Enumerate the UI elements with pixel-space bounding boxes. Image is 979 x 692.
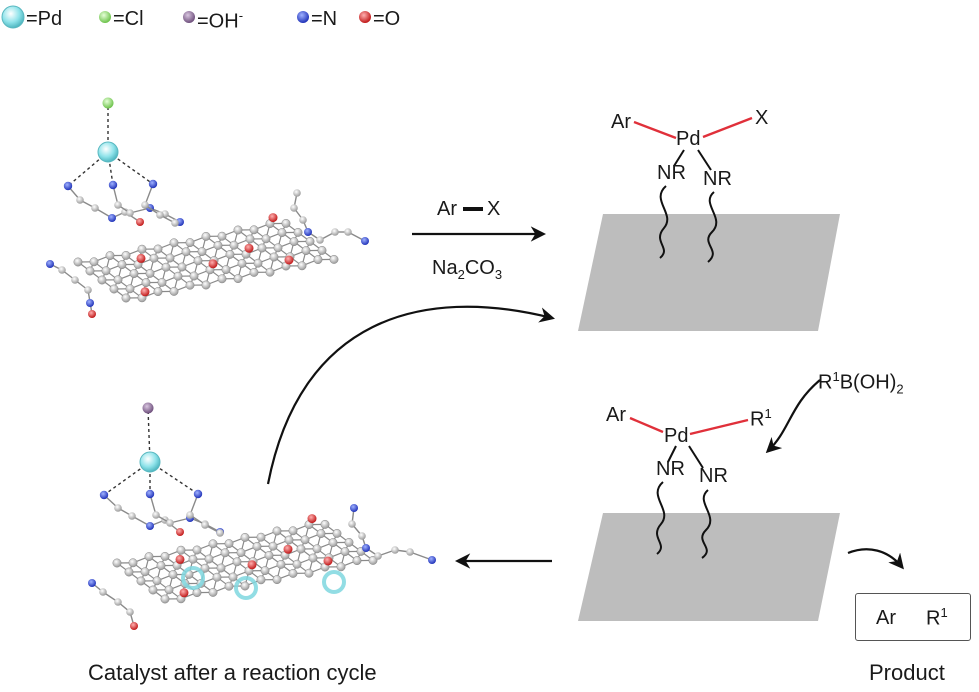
complex-top-nr-1: NR — [657, 162, 686, 184]
boronic-sub-2: 2 — [896, 381, 904, 397]
legend-n-icon — [297, 11, 309, 23]
complex-top-x: X — [755, 107, 769, 129]
complex-top-pd: Pd — [676, 128, 701, 150]
boronic-sup-1: 1 — [832, 369, 840, 384]
catalyst-structure-fresh — [46, 97, 369, 318]
complex-top-ar: Ar — [611, 111, 631, 133]
product-r: R1 — [926, 605, 948, 631]
complex-bottom-pd: Pd — [664, 425, 689, 447]
complex-bottom-nr-2: NR — [699, 465, 728, 487]
legend-oh-charge: - — [238, 8, 244, 23]
legend-cl-label: =Cl — [113, 8, 144, 30]
complex-bottom-r-sup: 1 — [764, 406, 772, 421]
catalyst-structure-after-cycle — [88, 402, 436, 630]
complex-bottom-bonds — [629, 416, 749, 559]
legend-pd-label: =Pd — [26, 8, 63, 30]
legend-o-icon — [359, 11, 371, 23]
legend-oh-icon — [183, 11, 195, 23]
product-box — [855, 593, 971, 641]
support-surface-top — [578, 214, 840, 331]
complex-bottom-nr-1: NR — [656, 458, 685, 480]
support-surface-bottom — [578, 513, 840, 621]
legend-o-label: =O — [373, 8, 401, 30]
legend-oh-text: =OH — [197, 10, 239, 33]
base-sub-3: 3 — [494, 267, 503, 282]
complex-bottom-ar: Ar — [606, 404, 626, 426]
legend-pd-icon — [1, 5, 25, 29]
product-r-sup: 1 — [940, 605, 948, 620]
legend-cl-icon — [99, 11, 111, 23]
base-na: Na — [432, 257, 458, 279]
complex-bottom-r-text: R — [750, 408, 765, 431]
reductive-elimination-arrow — [847, 548, 904, 570]
complex-bottom-r: R1 — [750, 406, 772, 432]
boronic-b-oh: B(OH) — [839, 371, 897, 394]
legend-oh-label: =OH- — [197, 8, 243, 34]
legend — [1, 5, 371, 29]
reagent-boronic-acid: R1B(OH)2 — [818, 369, 904, 397]
reagent-base: Na2CO3 — [432, 257, 502, 282]
caption-catalyst-after-cycle: Catalyst after a reaction cycle — [88, 660, 377, 685]
complex-top-nr-2: NR — [703, 168, 732, 190]
reagent-ar: Ar — [437, 198, 457, 220]
base-co: CO — [464, 257, 495, 279]
product-r-text: R — [926, 607, 941, 630]
transmetalation-arrow — [765, 379, 821, 454]
regeneration-arc-arrow — [266, 305, 555, 485]
reagent-x: X — [487, 198, 501, 220]
product-ar: Ar — [876, 607, 896, 629]
base-sub-2: 2 — [457, 267, 465, 282]
caption-product: Product — [869, 660, 945, 685]
complex-top-bonds — [633, 116, 753, 263]
legend-n-label: =N — [311, 8, 338, 30]
boronic-r: R — [818, 371, 833, 394]
